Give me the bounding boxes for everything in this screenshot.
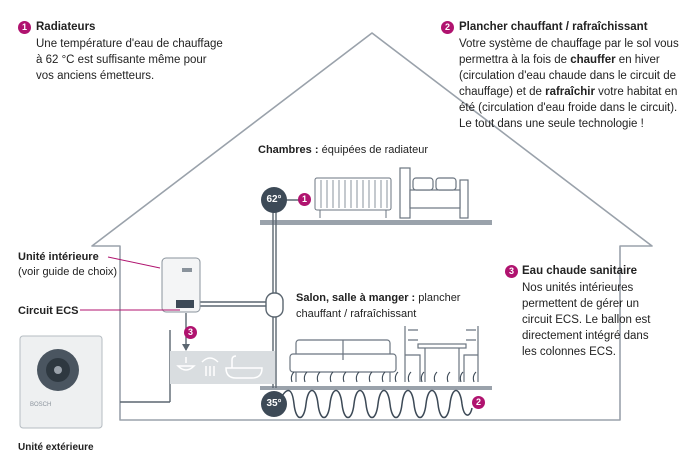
plancher-text-4: chauffage) et de rafraîchir votre habita… xyxy=(459,86,678,98)
unite-interieure-title: Unité intérieure xyxy=(18,251,99,263)
dining-table-icon xyxy=(404,326,479,382)
radiateurs-text-3: vos anciens émetteurs. xyxy=(36,70,155,82)
eau-chaude-text-1: Nos unités intérieures xyxy=(522,282,634,294)
badge-plancher: 2 xyxy=(441,21,454,34)
ecs-arrow xyxy=(182,344,190,351)
badge-eau-chaude: 3 xyxy=(505,265,518,278)
floor-heating-arrows xyxy=(290,371,477,383)
unite-interieure-sub: (voir guide de choix) xyxy=(18,266,118,278)
temp-floor: 35° xyxy=(261,391,287,417)
indoor-unit-icon xyxy=(161,257,201,313)
eau-chaude-text-3: circuit ECS. Le ballon est xyxy=(522,314,651,326)
salon-label: Salon, salle à manger : plancher xyxy=(296,292,461,304)
badge-radiator-diagram: 1 xyxy=(298,193,311,206)
shower-icon xyxy=(201,357,219,376)
sofa-icon xyxy=(289,339,397,382)
unite-exterieure-label: Unité extérieure xyxy=(18,442,94,453)
lower-floor xyxy=(260,386,492,390)
plancher-text-5: été (circulation d'eau froide dans le ci… xyxy=(459,102,678,114)
eau-chaude-text-4: directement intégré dans xyxy=(522,330,649,342)
radiateurs-text-1: Une température d'eau de chauffage xyxy=(36,38,223,50)
plancher-text-6: Le tout dans une seule technologie ! xyxy=(459,118,644,130)
badge-ecs-diagram: 3 xyxy=(184,326,197,339)
temp-radiator: 62° xyxy=(261,187,287,213)
house-outline xyxy=(91,32,653,421)
plancher-text-3: (circulation d'eau chaude dans le circui… xyxy=(459,70,676,82)
plancher-text-2: permettra à la fois de chauffer en hiver xyxy=(459,54,660,66)
plancher-text-1: Votre système de chauffage par le sol vo… xyxy=(459,38,679,50)
eau-chaude-text-5: les colonnes ECS. xyxy=(522,346,616,358)
outdoor-unit-icon xyxy=(19,335,103,429)
bathtub-icon xyxy=(225,355,263,379)
badge-radiateurs: 1 xyxy=(18,21,31,34)
sink-icon xyxy=(176,357,196,371)
pipe-junction xyxy=(265,292,284,318)
radiateurs-title: Radiateurs xyxy=(36,21,96,33)
plancher-title: Plancher chauffant / rafraîchissant xyxy=(459,21,648,33)
radiator-icon xyxy=(314,177,392,218)
floor-heating-coil-icon xyxy=(277,389,473,419)
radiateurs-text-2: à 62 °C est suffisante même pour xyxy=(36,54,207,66)
chambres-label: Chambres : équipées de radiateur xyxy=(258,144,428,156)
salon-label-2: chauffant / rafraîchissant xyxy=(296,308,417,320)
badge-floor-diagram: 2 xyxy=(472,396,485,409)
circuit-ecs-label: Circuit ECS xyxy=(18,305,79,317)
outdoor-brand: BOSCH xyxy=(30,402,52,408)
bed-icon xyxy=(399,167,469,219)
eau-chaude-text-2: permettent de gérer un xyxy=(522,298,639,310)
upper-floor xyxy=(260,220,492,225)
eau-chaude-title: Eau chaude sanitaire xyxy=(522,265,638,277)
